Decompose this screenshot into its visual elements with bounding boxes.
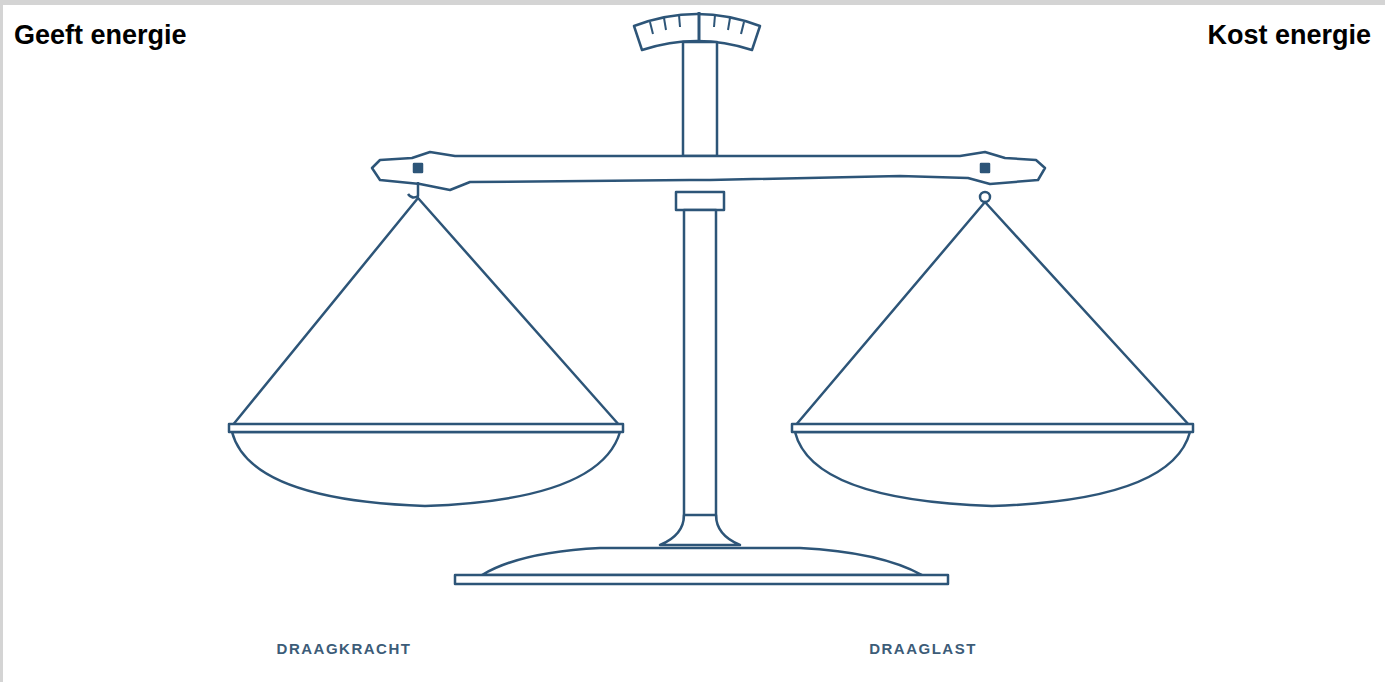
pan-strings: [795, 202, 1190, 426]
base-foot: [455, 575, 948, 584]
pan-bowl: [232, 432, 620, 506]
pan-rim: [229, 424, 623, 432]
beam-pin: [981, 164, 989, 172]
upper-column: [683, 42, 717, 156]
pan-bowl: [795, 432, 1190, 506]
scale-side-label: DRAAGKRACHT: [277, 640, 412, 657]
energy-label: Kost energie: [1207, 20, 1371, 51]
pan-strings: [232, 198, 620, 426]
hook: [980, 192, 990, 202]
beam-pin: [414, 164, 422, 172]
beam: [372, 152, 1045, 190]
hook: [408, 182, 418, 198]
energy-label: Geeft energie: [14, 20, 187, 51]
pan-rim: [792, 424, 1193, 432]
base: [482, 548, 922, 575]
column: [684, 210, 716, 520]
column-foot: [660, 515, 740, 545]
scale-side-label: DRAAGLAST: [869, 640, 977, 657]
gauge-ticks: [650, 15, 744, 34]
collar: [676, 192, 724, 210]
